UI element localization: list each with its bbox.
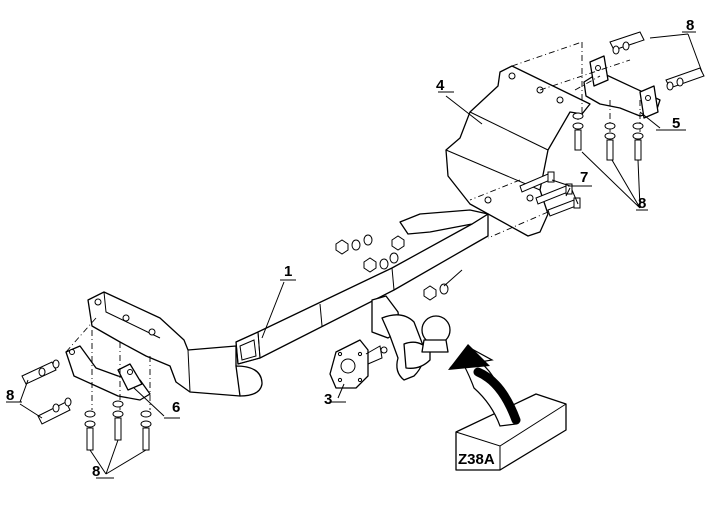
curved-arrow-icon: [448, 344, 521, 427]
callout-8-top: 8: [686, 17, 694, 34]
left-clamp-plate: [65, 345, 151, 401]
bolt-set-7: [519, 171, 581, 217]
callout-5: 5: [672, 115, 680, 132]
center-fastener-set: [335, 234, 449, 301]
tow-ball-assembly: [329, 295, 451, 389]
right-mounting-bracket: [445, 65, 591, 237]
model-label: Z38A: [458, 451, 495, 468]
callout-7: 7: [580, 169, 588, 186]
bolt-set-8-bottom: [84, 400, 152, 451]
bolt-set-8-left: [21, 359, 72, 425]
left-mounting-bracket: [87, 291, 263, 397]
callout-8-bottom: 8: [92, 463, 100, 480]
callout-4: 4: [436, 77, 445, 94]
callout-6: 6: [172, 399, 180, 416]
right-clamp-plate: [583, 55, 661, 119]
leader-lines: [6, 31, 703, 479]
bolt-set-8-right: [572, 112, 644, 161]
callout-3: 3: [324, 391, 332, 408]
assembly-guide-lines-left: [65, 317, 151, 410]
callout-8-left: 8: [6, 387, 14, 404]
callout-8-right: 8: [638, 195, 646, 212]
main-cross-beam: [235, 209, 489, 365]
bolt-set-8-top: [609, 31, 705, 91]
callout-1: 1: [284, 263, 292, 280]
model-box: Z38A: [455, 393, 567, 471]
